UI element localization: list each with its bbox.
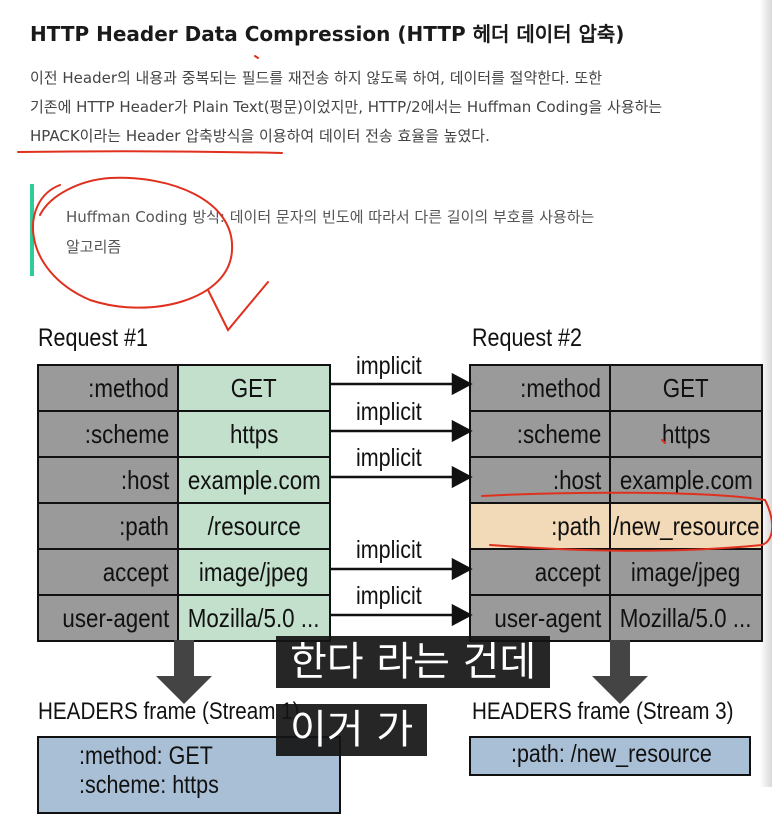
headers-frame-stream3: :path: /new_resource bbox=[469, 736, 751, 776]
frame-line: :method: GET bbox=[79, 742, 213, 770]
pen-dot bbox=[661, 439, 666, 444]
header-value: example.com bbox=[179, 458, 329, 502]
paragraph-line: 이전 Header의 내용과 중복되는 필드를 재전송 하지 않도록 하여, 데… bbox=[30, 69, 603, 87]
frame-line: :scheme: https bbox=[79, 771, 219, 799]
arrow-head bbox=[451, 419, 473, 443]
frame-line: :path: /new_resource bbox=[511, 740, 712, 768]
header-key-changed: :path bbox=[471, 504, 609, 548]
header-value: GET bbox=[179, 366, 329, 410]
arrow-head bbox=[451, 372, 473, 396]
down-arrow-right bbox=[592, 640, 648, 704]
header-key: accept bbox=[471, 550, 609, 594]
checkmark-annotation bbox=[207, 281, 269, 332]
header-key: :method bbox=[39, 366, 177, 410]
arrow-head bbox=[451, 465, 473, 489]
arrow-head bbox=[451, 557, 473, 581]
quote-line: Huffman Coding 방식: 데이터 문자의 빈도에 따라서 다른 길이… bbox=[66, 208, 595, 226]
huffman-blockquote: Huffman Coding 방식: 데이터 문자의 빈도에 따라서 다른 길이… bbox=[30, 184, 724, 276]
quote-line: 알고리즘 bbox=[66, 238, 122, 256]
paragraph-line: 기존에 HTTP Header가 Plain Text(평문)이었지만, HTT… bbox=[30, 98, 663, 116]
pen-dot bbox=[254, 55, 259, 59]
implicit-arrows bbox=[331, 372, 473, 627]
pen-annotations bbox=[17, 55, 772, 552]
header-key: accept bbox=[39, 550, 177, 594]
header-key: :host bbox=[39, 458, 177, 502]
implicit-label: implicit bbox=[356, 582, 422, 610]
header-value: image/jpeg bbox=[611, 550, 761, 594]
implicit-label: implicit bbox=[356, 444, 422, 472]
implicit-label: implicit bbox=[356, 352, 422, 380]
header-key: user-agent bbox=[39, 596, 177, 640]
header-key: :method bbox=[471, 366, 609, 410]
header-key: user-agent bbox=[471, 596, 609, 640]
window-edge-shadow bbox=[760, 0, 772, 787]
header-value: Mozilla/5.0 ... bbox=[611, 596, 761, 640]
header-value: /resource bbox=[179, 504, 329, 548]
implicit-label: implicit bbox=[356, 536, 422, 564]
frame2-title: HEADERS frame (Stream 3) bbox=[472, 698, 734, 725]
header-value: GET bbox=[611, 366, 761, 410]
frame1-title: HEADERS frame (Stream 1) bbox=[38, 698, 300, 725]
header-value: https bbox=[179, 412, 329, 456]
arrow-head bbox=[451, 603, 473, 627]
underline-hpack bbox=[17, 150, 283, 154]
request2-header-table: :method GET :scheme https :host example.… bbox=[469, 364, 763, 642]
header-value-changed: /new_resource bbox=[611, 504, 761, 548]
subtitle-line-2: 이거 가 bbox=[276, 704, 428, 756]
header-value: Mozilla/5.0 ... bbox=[179, 596, 329, 640]
request2-title: Request #2 bbox=[472, 324, 582, 352]
intro-paragraph: 이전 Header의 내용과 중복되는 필드를 재전송 하지 않도록 하여, 데… bbox=[30, 64, 762, 151]
diagram-graphics bbox=[17, 55, 772, 704]
subtitle-line-1: 한다 라는 건데 bbox=[276, 636, 551, 688]
paragraph-line: HPACK이라는 Header 압축방식을 이용하여 데이터 전송 효율을 높였… bbox=[30, 127, 490, 145]
header-value: image/jpeg bbox=[179, 550, 329, 594]
header-key: :path bbox=[39, 504, 177, 548]
circle-path-annotation bbox=[481, 491, 772, 552]
down-arrow-left bbox=[156, 640, 212, 704]
header-value: https bbox=[611, 412, 761, 456]
request1-header-table: :method GET :scheme https :host example.… bbox=[37, 364, 331, 642]
implicit-label: implicit bbox=[356, 398, 422, 426]
section-heading: HTTP Header Data Compression (HTTP 헤더 데이… bbox=[30, 22, 625, 46]
header-key: :scheme bbox=[471, 412, 609, 456]
down-arrows bbox=[156, 640, 648, 704]
header-key: :scheme bbox=[39, 412, 177, 456]
circle-annotation bbox=[31, 176, 234, 309]
request1-title: Request #1 bbox=[38, 324, 148, 352]
